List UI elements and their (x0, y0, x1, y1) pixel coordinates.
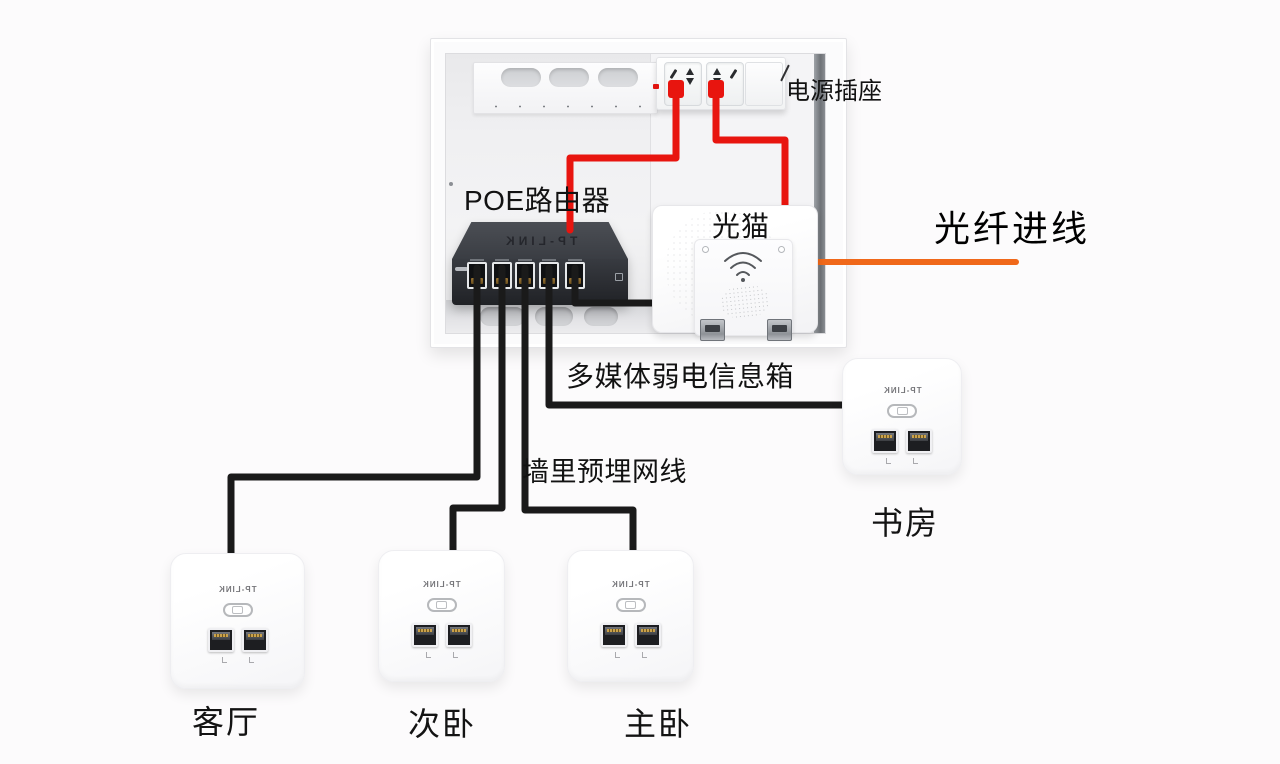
poe-router-label: POE路由器 (464, 185, 611, 216)
pin-hole (729, 68, 738, 80)
switch-port-3 (515, 259, 535, 289)
bracket-screw-hole (778, 246, 785, 253)
panel-rj45-port-1 (411, 622, 438, 647)
wall-ap-panel-study: TP-LINK (842, 358, 962, 475)
pin-hole (669, 68, 678, 80)
socket-outlet-left (664, 62, 702, 106)
panel-brand-text: TP-LINK (611, 579, 650, 589)
panel-ports (600, 622, 661, 647)
panel-led-button (426, 597, 457, 612)
panel-port-marks (221, 656, 254, 663)
panel-led-button (222, 602, 253, 617)
switch-top-face: TP-LINK (452, 222, 628, 259)
bracket-hole (598, 68, 638, 87)
panel-brand-text: TP-LINK (422, 579, 461, 589)
power-socket-label: 电源插座 (786, 78, 882, 105)
panel-rj45-port-2 (241, 627, 268, 652)
floor-hole (584, 307, 618, 326)
wall-ap-panel-bedroom2: TP-LINK (378, 550, 505, 682)
pin-hole (713, 68, 721, 75)
switch-front-face (452, 259, 628, 305)
panel-brand-text: TP-LINK (218, 584, 257, 594)
switch-port-5 (565, 259, 585, 289)
wall-screw (449, 182, 453, 186)
room-label-master: 主卧 (623, 706, 693, 742)
pin-hole (686, 78, 694, 85)
cable-bracket (473, 62, 658, 114)
bracket-screw-hole (702, 246, 709, 253)
panel-port-marks (425, 651, 458, 658)
panel-rj45-port-2 (445, 622, 472, 647)
panel-ports (207, 627, 268, 652)
panel-rj45-port-2 (634, 622, 661, 647)
panel-led-button (887, 404, 917, 419)
fiber-in-label: 光纤进线 (934, 208, 1091, 249)
switch-port-1 (467, 259, 487, 289)
switch-port-4 (539, 259, 559, 289)
socket-indicator-led (653, 84, 659, 89)
panel-brand-text: TP-LINK (882, 386, 922, 396)
bracket-screw-row (478, 103, 653, 108)
wall-cabling-label: 墙里预埋网线 (522, 457, 687, 487)
panel-ports (411, 622, 472, 647)
room-label-living: 客厅 (191, 704, 261, 740)
pin-hole (713, 78, 721, 85)
modem-leg (700, 319, 725, 341)
panel-ports (872, 429, 932, 454)
panel-rj45-port-1 (600, 622, 627, 647)
wall-ap-panel-master: TP-LINK (567, 550, 694, 682)
modem-leg (767, 319, 792, 341)
modem-vent-grille (719, 283, 771, 322)
panel-rj45-port-1 (207, 627, 234, 652)
socket-outlet-right (706, 62, 744, 106)
optical-modem (650, 203, 818, 343)
wifi-icon (724, 252, 762, 282)
switch-corner-icon (615, 273, 623, 281)
enclosure-label: 多媒体弱电信息箱 (566, 361, 795, 392)
bracket-hole (501, 68, 541, 87)
room-label-bedroom2: 次卧 (407, 706, 477, 742)
modem-label: 光猫 (712, 211, 771, 242)
poe-switch: TP-LINK (452, 222, 628, 306)
pin-hole (686, 68, 694, 75)
bracket-hole (549, 68, 589, 87)
power-socket-strip (653, 57, 786, 110)
wall-ap-panel-living: TP-LINK (170, 553, 305, 689)
box-right-wall (814, 54, 825, 333)
floor-hole (535, 307, 573, 326)
panel-rj45-port-1 (872, 429, 898, 454)
panel-port-marks (614, 651, 647, 658)
floor-hole (480, 307, 525, 326)
room-label-study: 书房 (870, 505, 940, 541)
panel-led-button (615, 597, 646, 612)
switch-port-2 (492, 259, 512, 289)
panel-rj45-port-2 (906, 429, 932, 454)
switch-brand-text: TP-LINK (502, 233, 578, 248)
panel-port-marks (886, 458, 918, 465)
socket-blank-plate (745, 62, 783, 106)
